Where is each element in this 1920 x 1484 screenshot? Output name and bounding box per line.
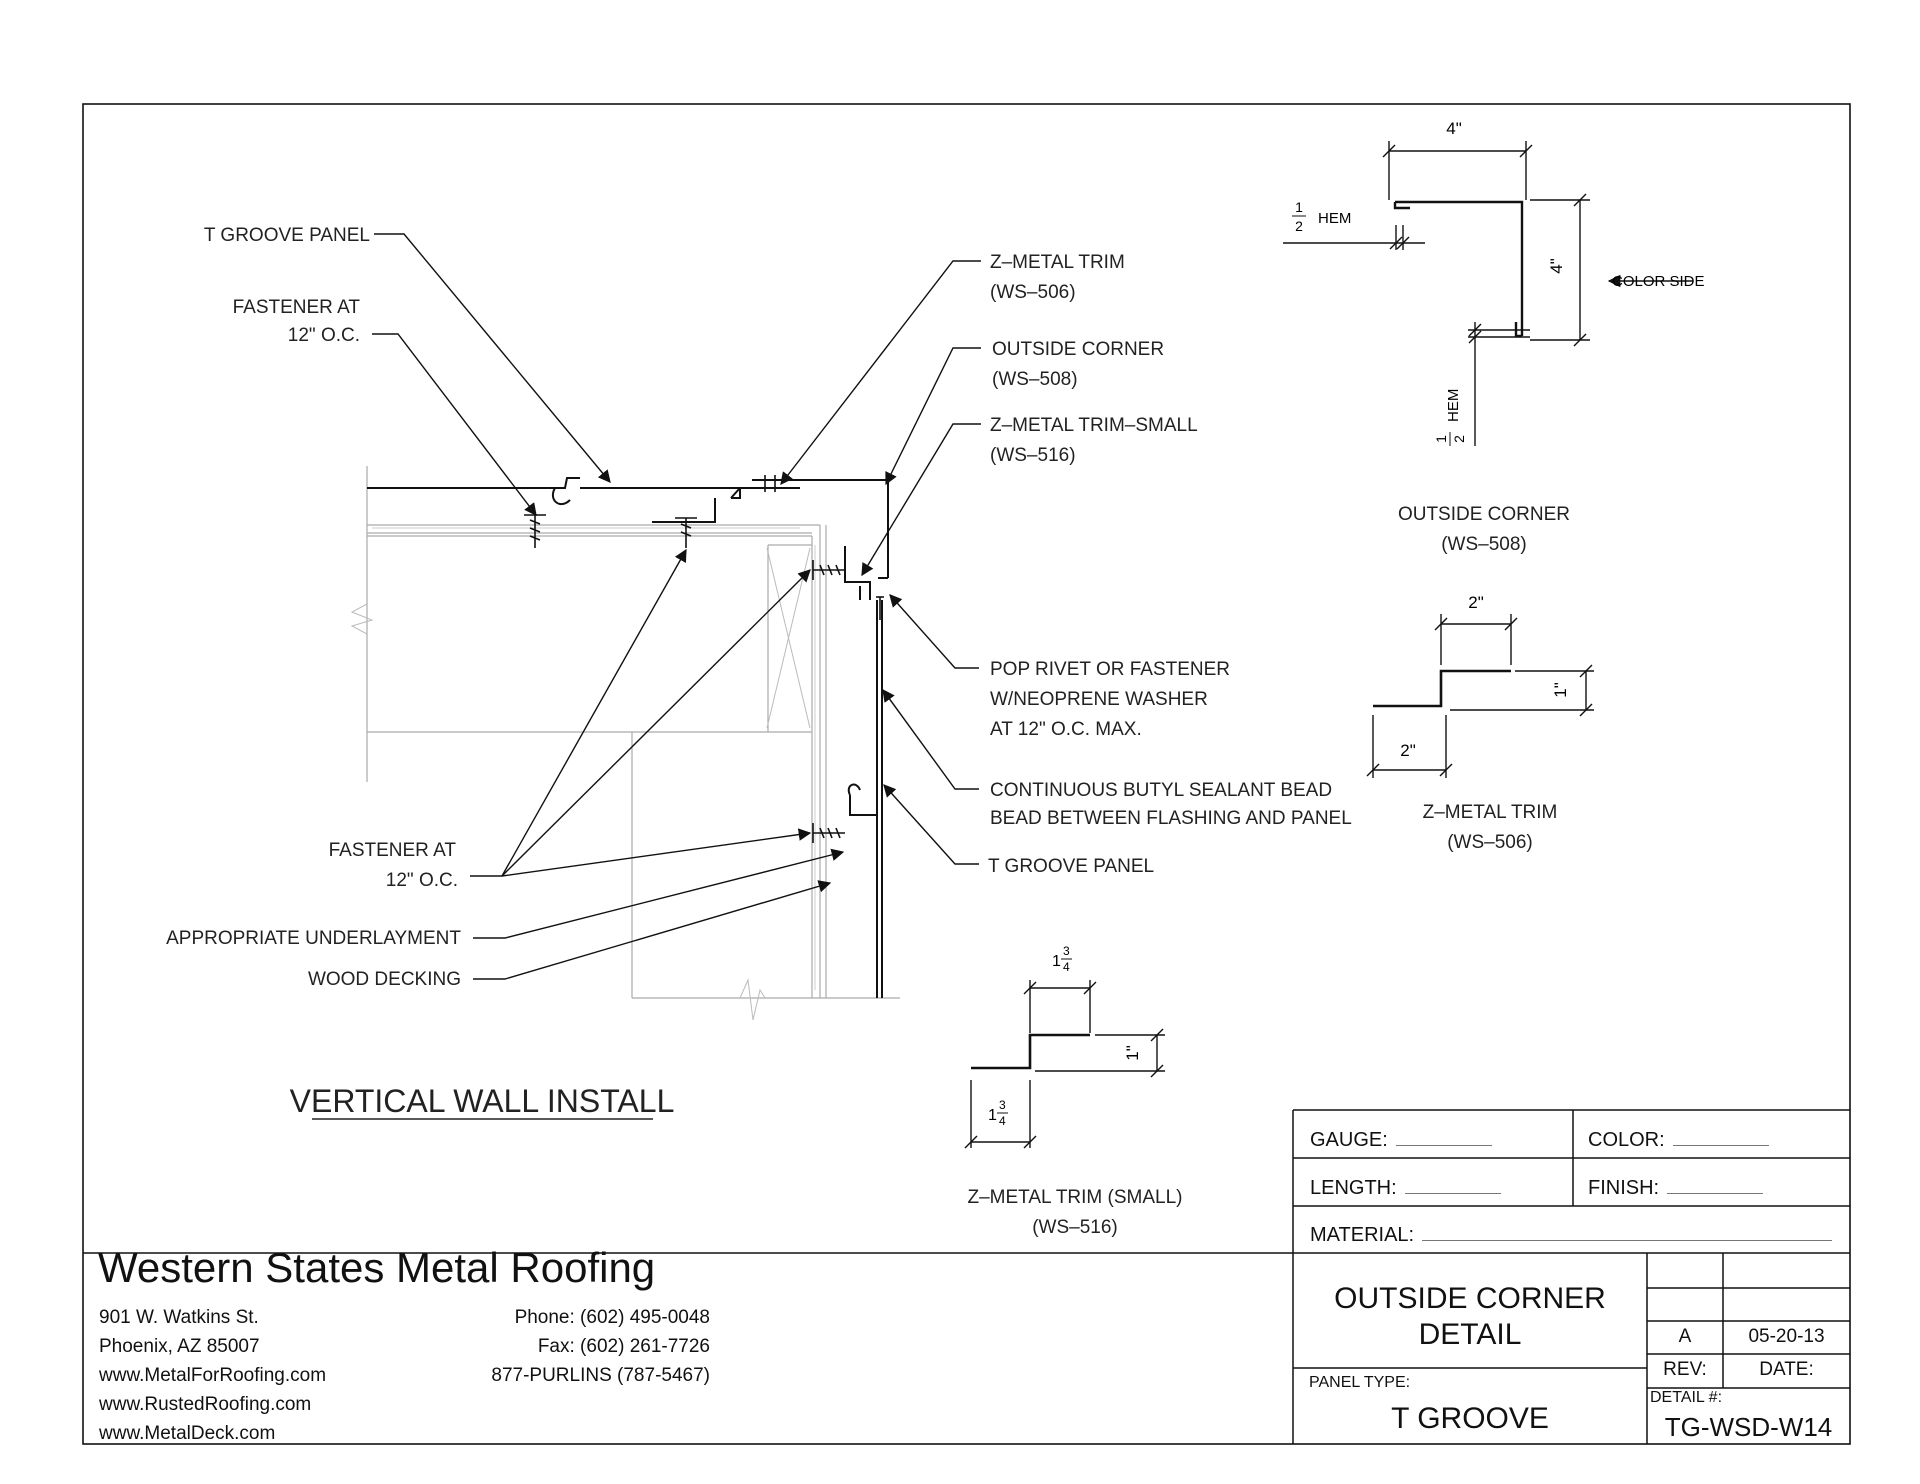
label-fastener-bottom-2: 12" O.C. (386, 870, 458, 891)
oc-half-den-side: 2 (1451, 435, 1467, 443)
tollfree-number: 877-PURLINS (787-5467) (491, 1365, 710, 1386)
date-value: 05-20-13 (1748, 1326, 1825, 1347)
label-fastener-top-2: 12" O.C. (288, 325, 360, 346)
color-blank[interactable] (1672, 1145, 1769, 1146)
detail-title-line-1: OUTSIDE CORNER (1334, 1282, 1606, 1315)
label-fastener-bottom-1: FASTENER AT (329, 840, 457, 861)
material-field: MATERIAL: (1310, 1224, 1833, 1247)
length-blank[interactable] (1404, 1193, 1501, 1194)
zt-dim-top: 2" (1468, 593, 1484, 612)
detail-number-label: DETAIL #: (1650, 1389, 1723, 1406)
zts-dim-top-num: 3 (1063, 944, 1070, 958)
label-z-metal-trim-1: Z–METAL TRIM (990, 252, 1125, 273)
panel-type-value: T GROOVE (1391, 1402, 1549, 1435)
detail-title-line-2: DETAIL (1418, 1318, 1522, 1351)
length-field: LENGTH: (1310, 1177, 1501, 1200)
gauge-label: GAUGE: (1310, 1129, 1388, 1151)
oc-dim-side: 4" (1547, 258, 1566, 274)
company-address: 901 W. Watkins St. Phoenix, AZ 85007 www… (99, 1303, 326, 1448)
color-label: COLOR: (1588, 1129, 1665, 1151)
rev-value: A (1678, 1326, 1692, 1347)
detail-number: TG-WSD-W14 (1664, 1412, 1833, 1442)
label-wood-decking: WOOD DECKING (308, 969, 461, 990)
label-sealant-1: CONTINUOUS BUTYL SEALANT BEAD (990, 780, 1332, 801)
zt-dim-rise: 1" (1551, 682, 1570, 698)
website-link-3[interactable]: www.MetalDeck.com (99, 1423, 276, 1444)
gauge-blank[interactable] (1395, 1145, 1492, 1146)
label-pop-rivet-1: POP RIVET OR FASTENER (990, 659, 1230, 680)
label-outside-corner-1: OUTSIDE CORNER (992, 339, 1164, 360)
z-metal-trim-small-detail: 1 3 4 1 3 4 1" Z–METAL TRIM (SMALL) (WS–… (964, 944, 1183, 1238)
zts-title-2: (WS–516) (1032, 1217, 1118, 1238)
address-line-2: Phoenix, AZ 85007 (99, 1336, 260, 1357)
outside-corner-detail: 4" 4" 1 2 HEM 1 2 HEM COLOR SIDE OUTSIDE… (1283, 119, 1705, 555)
sheet-border (82, 103, 1851, 1445)
zts-dim-rise: 1" (1123, 1045, 1142, 1061)
zts-dim-bottom-num: 3 (999, 1098, 1006, 1112)
panel-type-label: PANEL TYPE: (1309, 1374, 1411, 1391)
company-name: Western States Metal Roofing (98, 1244, 656, 1291)
oc-half-den-top: 2 (1295, 218, 1303, 234)
zts-dim-bottom-den: 4 (999, 1114, 1006, 1128)
length-label: LENGTH: (1310, 1177, 1397, 1199)
material-blank[interactable] (1422, 1240, 1833, 1241)
zt-title-1: Z–METAL TRIM (1423, 802, 1558, 823)
zts-dim-top-den: 4 (1063, 960, 1070, 974)
title-block-grid (83, 1109, 1850, 1444)
material-label: MATERIAL: (1310, 1224, 1415, 1246)
detail-title: OUTSIDE CORNER DETAIL (1293, 1281, 1647, 1353)
label-outside-corner-2: (WS–508) (992, 369, 1078, 390)
company-contacts: Phone: (602) 495-0048 Fax: (602) 261-772… (470, 1303, 710, 1390)
website-link-2[interactable]: www.RustedRoofing.com (99, 1394, 312, 1415)
label-pop-rivet-2: W/NEOPRENE WASHER (990, 689, 1208, 710)
oc-half-num-side: 1 (1433, 435, 1449, 443)
zts-dim-bottom-whole: 1 (988, 1107, 997, 1124)
label-fastener-top-1: FASTENER AT (233, 297, 361, 318)
finish-field: FINISH: (1588, 1177, 1764, 1200)
fax-number: Fax: (602) 261-7726 (537, 1336, 710, 1357)
address-line-1: 901 W. Watkins St. (99, 1307, 259, 1328)
date-label: DATE: (1759, 1359, 1814, 1380)
oc-title-2: (WS–508) (1441, 534, 1527, 555)
oc-title-1: OUTSIDE CORNER (1398, 504, 1570, 525)
label-z-metal-trim-small-2: (WS–516) (990, 445, 1076, 466)
website-link-1[interactable]: www.MetalForRoofing.com (99, 1365, 327, 1386)
label-sealant-2: BEAD BETWEEN FLASHING AND PANEL (990, 808, 1352, 829)
callout-labels: T GROOVE PANEL FASTENER AT 12" O.C. Z–ME… (166, 225, 1352, 1120)
label-z-metal-trim-2: (WS–506) (990, 282, 1076, 303)
z-metal-trim-detail: 2" 2" 1" Z–METAL TRIM (WS–506) (1366, 593, 1594, 853)
finish-blank[interactable] (1667, 1193, 1764, 1194)
oc-color-side: COLOR SIDE (1612, 273, 1705, 290)
oc-dim-top: 4" (1446, 119, 1462, 138)
oc-hem-side: HEM (1445, 389, 1462, 422)
zt-dim-bottom: 2" (1400, 741, 1416, 760)
drawing-title: VERTICAL WALL INSTALL (290, 1083, 675, 1119)
label-z-metal-trim-small-1: Z–METAL TRIM–SMALL (990, 415, 1198, 436)
finish-label: FINISH: (1588, 1177, 1660, 1199)
oc-half-num-top: 1 (1295, 199, 1303, 215)
rev-label: REV: (1663, 1359, 1707, 1380)
color-field: COLOR: (1588, 1129, 1769, 1152)
zts-title-1: Z–METAL TRIM (SMALL) (967, 1187, 1182, 1208)
label-t-groove-panel-bottom: T GROOVE PANEL (988, 856, 1154, 877)
phone-number: Phone: (602) 495-0048 (514, 1307, 710, 1328)
wall-section-drawing (350, 233, 981, 1021)
label-pop-rivet-3: AT 12" O.C. MAX. (990, 719, 1142, 740)
gauge-field: GAUGE: (1310, 1129, 1492, 1152)
label-underlayment: APPROPRIATE UNDERLAYMENT (166, 928, 461, 949)
zt-title-2: (WS–506) (1447, 832, 1533, 853)
zts-dim-top-whole: 1 (1052, 953, 1061, 970)
label-t-groove-panel-top: T GROOVE PANEL (204, 225, 370, 246)
oc-hem-top: HEM (1318, 210, 1351, 227)
